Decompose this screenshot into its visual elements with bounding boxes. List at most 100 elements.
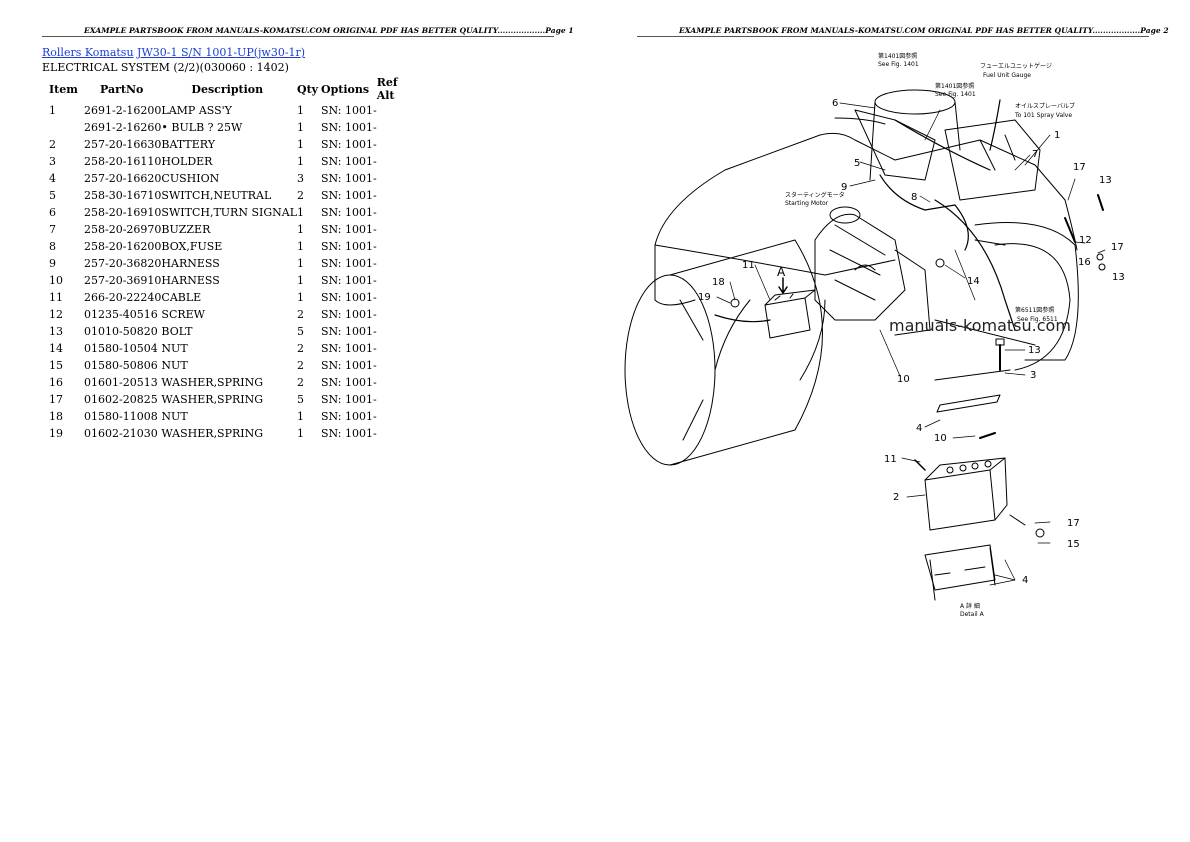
cell-options: SN: 1001- (321, 206, 377, 219)
cell-item: 8 (49, 240, 56, 253)
note-detail-jp: A 詳 細 (960, 602, 980, 610)
cell-item: 16 (49, 376, 63, 389)
cell-description: • BULB ? 25W (161, 121, 243, 134)
cell-ref-alt (377, 119, 417, 136)
diagram-notes: 第1401図参照 See Fig. 1401 第1401図参照 See Fig.… (785, 52, 1075, 618)
cell-partno: 01602-20825 (84, 393, 158, 406)
callout-4: 4 (916, 423, 922, 434)
col-header-item: Item (49, 82, 78, 96)
note-spray-valve-en: To 101 Spray Valve (1014, 112, 1072, 119)
cell-options: SN: 1001- (321, 393, 377, 406)
note-ref1401a: 第1401図参照 (878, 52, 917, 60)
cell-partno: 01602-21030 (84, 427, 158, 440)
cell-ref-alt (377, 238, 417, 255)
cell-ref-alt (377, 340, 417, 357)
note-ref6511: 第6511図参照 (1015, 306, 1054, 314)
watermark-text: manuals-komatsu.com (889, 316, 1071, 335)
callout-6: 6 (832, 98, 838, 109)
cell-options: SN: 1001- (321, 155, 377, 168)
engine-assembly (814, 206, 931, 336)
cell-item: 5 (49, 189, 56, 202)
cell-partno: 258-30-16710 (84, 189, 162, 202)
battery-detail (924, 369, 1026, 601)
cell-description: BOX,FUSE (161, 240, 223, 253)
callout-12: 12 (1079, 235, 1092, 246)
col-header-description: Description (191, 82, 264, 96)
cell-ref-alt (377, 272, 417, 289)
parts-diagram: 6 5 9 8 11 A 18 19 14 10 1 7 17 13 12 16… (624, 52, 1125, 618)
cell-qty: 1 (297, 240, 305, 253)
cell-options: SN: 1001- (321, 427, 377, 440)
cell-options: SN: 1001- (321, 240, 377, 253)
cell-partno: 2691-2-16260 (84, 121, 162, 134)
col-header-ref-alt: Ref Alt (376, 76, 398, 102)
callout-17b: 17 (1111, 242, 1124, 253)
cell-item: 6 (49, 206, 56, 219)
col-header-partno: PartNo (100, 82, 144, 96)
cell-item: 15 (49, 359, 63, 372)
cell-description: LAMP ASS'Y (161, 104, 232, 117)
cell-item: 9 (49, 257, 56, 270)
cell-partno: 01010-50820 (84, 325, 158, 338)
cell-qty: 5 (297, 325, 305, 338)
cell-options: SN: 1001- (321, 359, 377, 372)
cell-partno: 257-20-36820 (84, 257, 162, 270)
cell-description: WASHER,SPRING (161, 427, 264, 440)
parts-table-header: Item PartNo Description Qty Options Ref … (42, 76, 417, 102)
callout-10: 10 (897, 374, 910, 385)
cell-qty: 2 (297, 376, 305, 389)
cell-qty: 5 (297, 393, 305, 406)
cell-description: WASHER,SPRING (161, 393, 264, 406)
breadcrumb-link-rollers[interactable]: Rollers Komatsu (42, 46, 134, 59)
cell-description: NUT (161, 410, 188, 423)
cell-description: NUT (161, 342, 188, 355)
cell-description: WASHER,SPRING (161, 376, 264, 389)
cell-partno: 2691-2-16200 (84, 104, 162, 117)
parts-table: Item PartNo Description Qty Options Ref … (42, 76, 417, 442)
callout-13b: 13 (1112, 272, 1125, 283)
cell-partno: 258-20-26970 (84, 223, 162, 236)
cell-description: BUZZER (161, 223, 211, 236)
cell-partno: 257-20-36910 (84, 274, 162, 287)
cell-qty: 2 (297, 359, 305, 372)
cell-ref-alt (377, 306, 417, 323)
breadcrumb-link-model[interactable]: JW30-1 S/N 1001-UP(jw30-1r) (137, 46, 306, 59)
cell-options: SN: 1001- (321, 189, 377, 202)
holder-bar (936, 394, 1001, 413)
leader-lines (716, 102, 1106, 586)
cell-description: HARNESS (161, 257, 220, 270)
cell-qty: 1 (297, 257, 305, 270)
cell-item: 13 (49, 325, 63, 338)
cell-qty: 2 (297, 342, 305, 355)
cell-ref-alt (377, 289, 417, 306)
cell-ref-alt (377, 323, 417, 340)
callout-2: 2 (893, 492, 899, 503)
cell-options: SN: 1001- (321, 342, 377, 355)
cell-description: CUSHION (161, 172, 220, 185)
callout-17c: 17 (1067, 518, 1080, 529)
callout-19: 19 (698, 292, 711, 303)
header-divider (637, 36, 1149, 37)
cell-partno: 01235-40516 (84, 308, 158, 321)
cell-qty: 1 (297, 138, 305, 151)
cell-qty: 1 (297, 155, 305, 168)
cell-item: 11 (49, 291, 63, 304)
cell-ref-alt (377, 136, 417, 153)
cell-options: SN: 1001- (321, 121, 377, 134)
cell-qty: 1 (297, 206, 305, 219)
cell-ref-alt (377, 425, 417, 442)
cell-item: 18 (49, 410, 63, 423)
cell-description: BATTERY (161, 138, 215, 151)
cell-qty: 1 (297, 121, 305, 134)
front-roller-drum (624, 239, 823, 466)
cell-item: 10 (49, 274, 63, 287)
detail-a-arrow (778, 277, 788, 294)
